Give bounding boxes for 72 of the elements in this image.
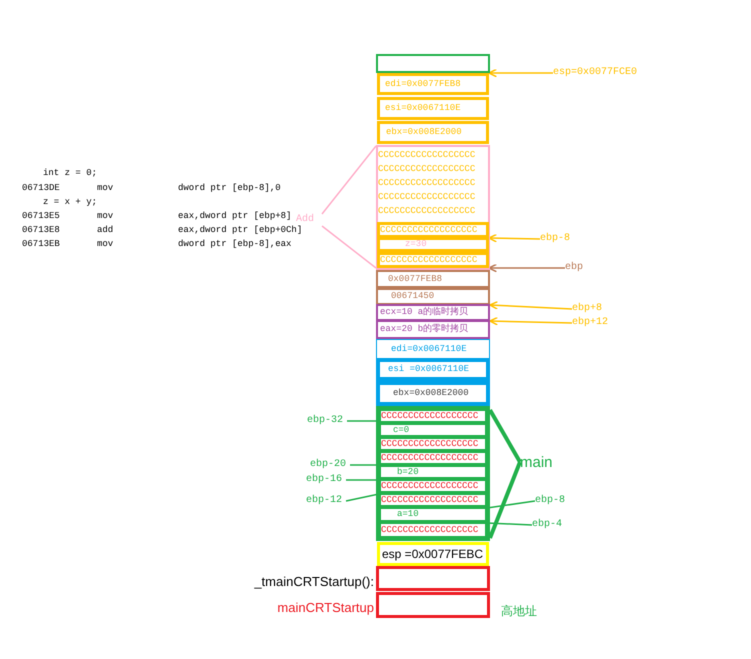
pointer-label: ebp-32 — [307, 414, 347, 428]
stack-cell: edi=0x0067110E — [376, 339, 490, 359]
stack-cell: eax=20 b的零时拷贝 — [376, 320, 490, 339]
pointer-label: esp=0x0077FCE0 — [553, 66, 645, 80]
code-text: dword ptr [ebp-8],eax — [178, 240, 292, 249]
code-text: 06713E8 — [22, 226, 60, 235]
leader-line — [350, 464, 379, 466]
leader-line — [488, 409, 522, 463]
code-text: 06713E5 — [22, 212, 60, 221]
code-text: mov — [97, 240, 114, 249]
stack-cell: esi=0x0067110E — [377, 97, 489, 120]
arrow — [488, 234, 540, 243]
pointer-label: ebp-12 — [306, 494, 346, 508]
pointer-label: ebp-20 — [310, 458, 350, 472]
pointer-label: ebp+12 — [572, 316, 616, 330]
address-note: 高地址 — [501, 605, 537, 617]
arrow — [489, 300, 572, 310]
stack-cell: esp =0x0077FEBC — [377, 542, 489, 566]
leader-line — [346, 479, 379, 481]
stack-cell: ebx=0x008E2000 — [377, 121, 489, 144]
pointer-label: ebp-8 — [535, 494, 573, 508]
arrow — [488, 264, 565, 272]
stack-cell: CCCCCCCCCCCCCCCCCC — [379, 409, 487, 423]
stack-cell: c=0 — [379, 423, 487, 437]
stack-cell: CCCCCCCCCCCCCCCCCC — [377, 252, 489, 268]
pointer-label: main — [520, 453, 554, 471]
stack-cell: CCCCCCCCCCCCCCCCCC — [379, 437, 487, 451]
stack-cell: ecx=10 a的临时拷贝 — [376, 304, 490, 321]
code-text: 06713EB — [22, 240, 60, 249]
filler-text: CCCCCCCCCCCCCCCCCC — [378, 179, 476, 188]
code-text: int z = 0; — [43, 169, 98, 178]
stack-cell: a=10 — [379, 507, 487, 522]
stack-cell: CCCCCCCCCCCCCCCCCC — [379, 479, 487, 493]
stack-cell: edi=0x0077FEB8 — [377, 73, 489, 95]
filler-text: CCCCCCCCCCCCCCCCCC — [378, 165, 476, 174]
leader-line — [347, 420, 379, 422]
pointer-label: ebp-8 — [540, 232, 580, 246]
filler-text: CCCCCCCCCCCCCCCCCC — [378, 193, 476, 202]
stack-cell: CCCCCCCCCCCCCCCCCC — [379, 493, 487, 507]
stack-cell: 0x0077FEB8 — [376, 270, 490, 288]
stack-cell: esi =0x0067110E — [376, 358, 490, 381]
function-label: _tmainCRTStartup(): — [254, 575, 374, 588]
filler-text: CCCCCCCCCCCCCCCCCC — [378, 207, 476, 216]
code-text: 06713DE — [22, 184, 60, 193]
stack-cell: 00671450 — [376, 288, 490, 305]
pointer-label: ebp+8 — [572, 302, 610, 316]
arrow — [489, 316, 572, 326]
filler-text: CCCCCCCCCCCCCCCCCC — [378, 151, 476, 160]
stack-frame — [376, 145, 490, 270]
leader-line — [321, 146, 377, 214]
stack-cell: z=30 — [377, 237, 489, 252]
code-text: mov — [97, 184, 114, 193]
pointer-label: ebp-4 — [532, 518, 570, 532]
stack-cell: b=20 — [379, 465, 487, 479]
code-text: add — [97, 226, 114, 235]
pointer-label: Add — [296, 213, 322, 227]
code-text: z = x + y; — [43, 198, 98, 207]
code-text: eax,dword ptr [ebp+0Ch] — [178, 226, 302, 235]
code-text: mov — [97, 212, 114, 221]
function-label: mainCRTStartup — [277, 601, 374, 614]
arrow — [488, 68, 553, 78]
code-text: dword ptr [ebp-8],0 — [178, 184, 281, 193]
stack-frame — [376, 406, 490, 541]
stack-cell: CCCCCCCCCCCCCCCCCC — [379, 451, 487, 465]
stack-cell: ebx=0x008E2000 — [376, 381, 490, 406]
stack-cell: CCCCCCCCCCCCCCCCCC — [377, 222, 489, 238]
stack-cell: CCCCCCCCCCCCCCCCCC — [379, 522, 487, 538]
pointer-label: ebp — [565, 261, 591, 275]
code-text: eax,dword ptr [ebp+8] — [178, 212, 292, 221]
leader-line — [488, 461, 522, 539]
pointer-label: ebp-16 — [306, 473, 346, 487]
stack-cell — [376, 54, 490, 73]
